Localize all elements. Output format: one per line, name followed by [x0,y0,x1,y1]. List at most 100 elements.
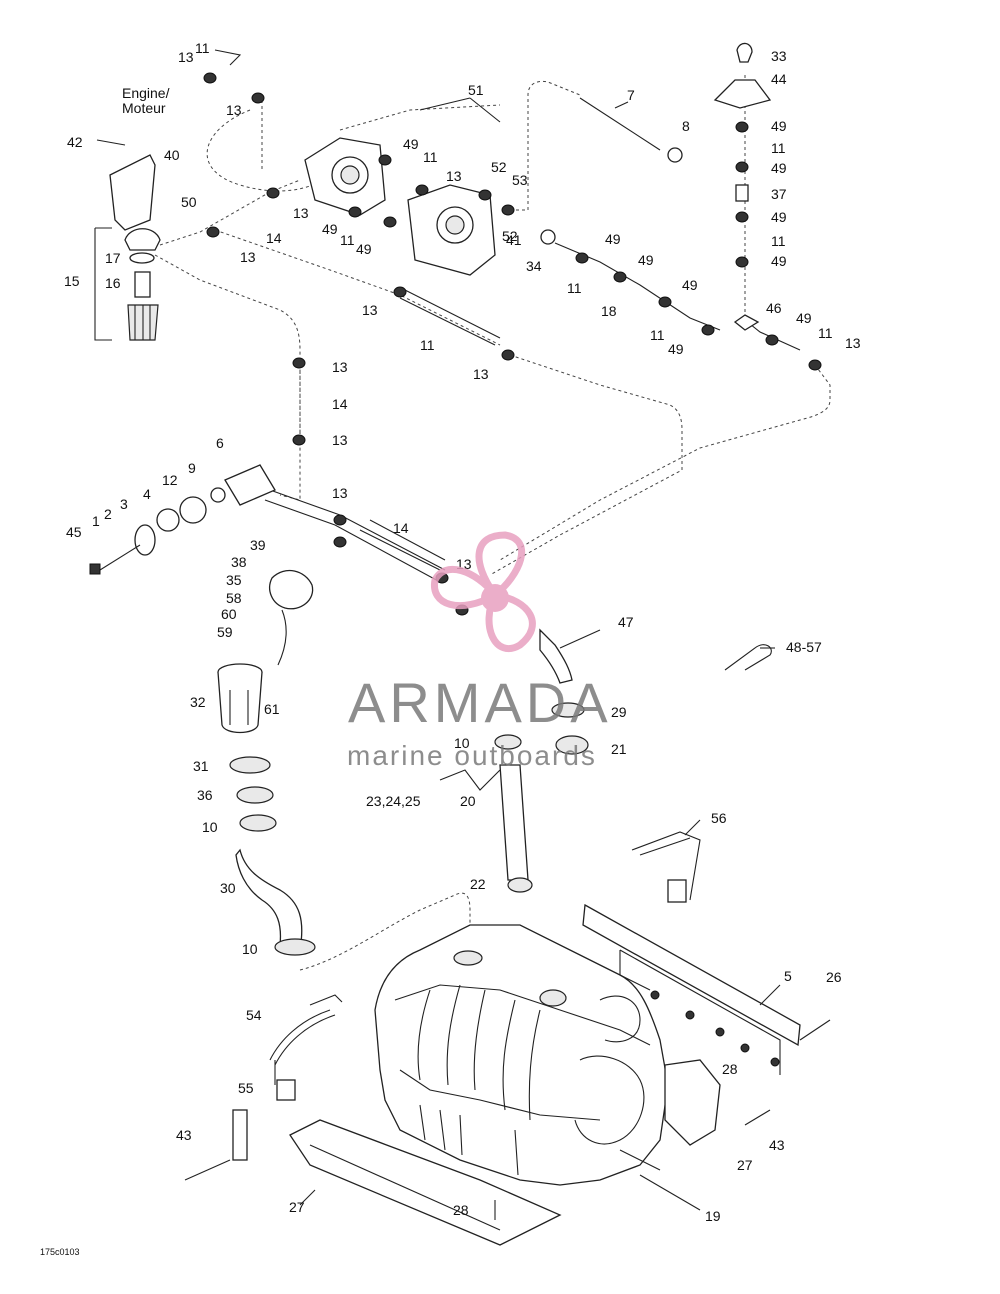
callout-36: 36 [197,787,213,803]
callout-5: 5 [784,968,792,984]
callout-11: 11 [340,232,355,248]
callout-49: 49 [682,277,698,293]
callout-45: 45 [66,524,82,540]
callout-14: 14 [393,520,409,536]
callout-leaders [96,49,781,1211]
callout-49: 49 [605,231,621,247]
callout-49: 49 [668,341,684,357]
callout-41: 41 [506,232,522,248]
callout-49: 49 [638,252,654,268]
callout-10: 10 [454,735,470,751]
diagram-code: 175c0103 [40,1247,80,1257]
callout-2: 2 [104,506,112,522]
fuel-hoses [154,75,831,971]
callout-37: 37 [771,186,787,202]
callout-21: 21 [611,741,627,757]
armada-watermark: ARMADA marine outboards [347,531,612,771]
callout-10: 10 [202,819,218,835]
callout-10: 10 [242,941,258,957]
callout-11: 11 [420,337,435,353]
fuel-filter-assembly [94,154,161,341]
callout-11: 11 [567,280,582,296]
callout-27: 27 [737,1157,753,1173]
callout-49: 49 [771,209,787,225]
callout-39: 39 [250,537,266,553]
callout-11: 11 [818,325,833,341]
callout-4: 4 [143,486,151,502]
callout-44: 44 [771,71,787,87]
callout-13: 13 [240,249,256,265]
fuel-valve-assembly [89,464,276,575]
callout-60: 60 [221,606,237,622]
callout-11: 11 [195,40,210,56]
callout-38: 38 [231,554,247,570]
callout-13: 13 [473,366,489,382]
callout-26: 26 [826,969,842,985]
callout-13: 13 [446,168,462,184]
callout-42: 42 [67,134,83,150]
text-labels: Engine/ Moteur 175c0103 [40,85,170,1257]
callout-16: 16 [105,275,121,291]
callout-56: 56 [711,810,727,826]
callout-40: 40 [164,147,180,163]
callout-23-24-25: 23,24,25 [366,793,421,809]
callout-22: 22 [470,876,486,892]
callout-19: 19 [705,1208,721,1224]
callout-28: 28 [722,1061,738,1077]
callout-11: 11 [771,233,786,249]
callout-52: 52 [491,159,507,175]
callout-30: 30 [220,880,236,896]
callout-49: 49 [771,253,787,269]
callout-13: 13 [178,49,194,65]
callout-50: 50 [181,194,197,210]
callout-55: 55 [238,1080,254,1096]
watermark-tagline: marine outboards [347,740,597,771]
watermark-brand: ARMADA [348,671,612,734]
callout-20: 20 [460,793,476,809]
callout-58: 58 [226,590,242,606]
callout-7: 7 [627,87,635,103]
callout-13: 13 [362,302,378,318]
callout-27: 27 [289,1199,305,1215]
callout-17: 17 [105,250,121,266]
callout-29: 29 [611,704,627,720]
callout-32: 32 [190,694,206,710]
callout-33: 33 [771,48,787,64]
callout-34: 34 [526,258,542,274]
callout-49: 49 [771,160,787,176]
fuel-tank [374,924,669,1186]
moteur-label: Moteur [122,100,166,116]
callout-49: 49 [796,310,812,326]
callout-13: 13 [332,485,348,501]
callout-12: 12 [162,472,178,488]
callout-9: 9 [188,460,196,476]
callout-13: 13 [332,359,348,375]
propeller-logo [431,531,536,653]
callout-14: 14 [266,230,282,246]
callout-35: 35 [226,572,242,588]
callout-13: 13 [845,335,861,351]
callout-18: 18 [601,303,617,319]
callout-61: 61 [264,701,280,717]
callout-14: 14 [332,396,348,412]
callout-11: 11 [771,140,786,156]
callout-49: 49 [322,221,338,237]
callout-15: 15 [64,273,80,289]
callout-48-57: 48-57 [786,639,822,655]
callout-51: 51 [468,82,484,98]
callout-28: 28 [453,1202,469,1218]
callout-31: 31 [193,758,209,774]
callout-1: 1 [92,513,100,529]
callout-46: 46 [766,300,782,316]
callout-13: 13 [226,102,242,118]
filler-neck-assembly [217,569,316,956]
hose-clamps [203,42,822,893]
callout-59: 59 [217,624,233,640]
callout-49: 49 [403,136,419,152]
mounting-plates [184,831,831,1246]
carburetors [304,137,496,276]
callout-54: 54 [246,1007,262,1023]
callout-6: 6 [216,435,224,451]
callout-52: 52 [502,228,518,244]
